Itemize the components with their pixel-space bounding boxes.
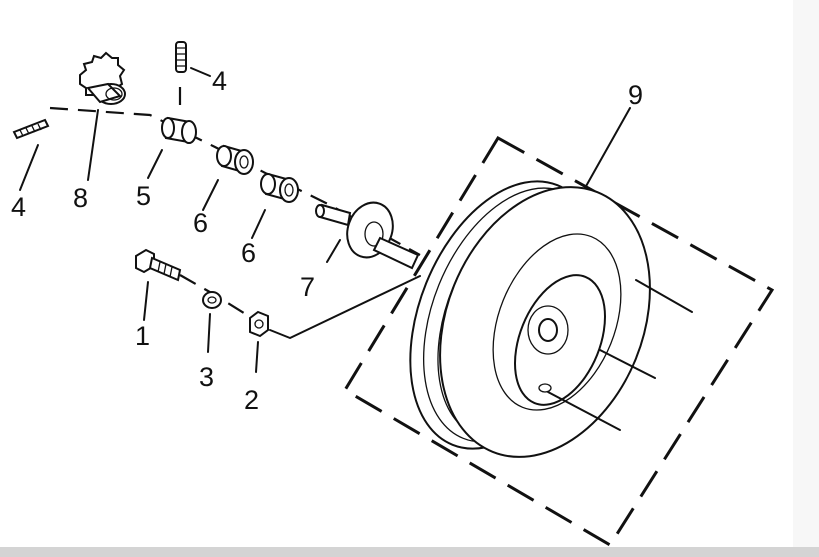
sprocket [79,51,126,105]
leader-4-left [19,144,39,191]
callout-4-left: 4 [11,192,26,222]
bolt-leader-line [269,275,421,339]
leader-2 [255,341,259,373]
spacer [161,116,197,144]
leader-8 [87,109,99,181]
leader-9 [584,107,631,189]
hub-axle [315,201,420,270]
nut [249,310,269,338]
right-margin-strip [793,0,819,547]
callout-7: 7 [300,272,315,302]
callout-5: 5 [136,181,151,211]
wheel-leader-rim [599,349,656,379]
callout-4-top: 4 [212,66,227,96]
wheel-leader-tire [635,279,693,313]
leader-7 [326,239,341,263]
callout-8: 8 [73,183,88,213]
callout-6-lower: 6 [241,238,256,268]
lock-washer [202,291,222,309]
bearing-upper [216,144,254,175]
leader-3 [207,313,211,353]
leader-5 [147,149,163,179]
leader-1 [143,281,149,321]
callout-9: 9 [628,80,643,110]
leader-6-upper [202,179,219,211]
leader-6-lower [251,209,266,239]
bottom-scroll-bar [0,547,819,557]
callout-3: 3 [199,362,214,392]
bearing-lower [260,172,299,203]
callout-6-upper: 6 [193,208,208,238]
pin-top [175,41,187,73]
bolt [135,248,182,282]
wheel-tire [409,180,651,458]
leader-4-top [190,67,211,77]
callout-1: 1 [135,321,150,351]
pin-left [12,118,50,140]
callout-2: 2 [244,385,259,415]
wheel-assembly-boundary [342,135,775,548]
wheel-leader-valve [547,391,621,431]
